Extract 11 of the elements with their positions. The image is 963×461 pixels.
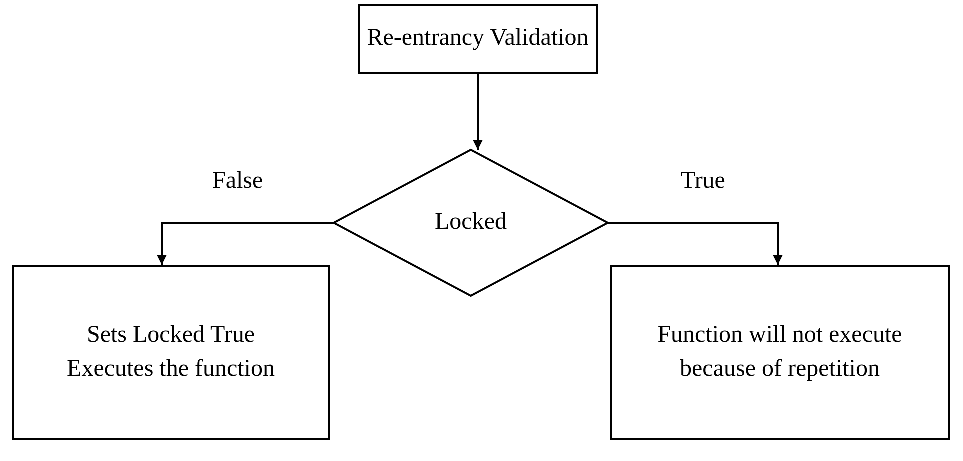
node-text: Re-entrancy Validation xyxy=(367,24,589,54)
process-box xyxy=(358,4,598,74)
arrow xyxy=(608,222,783,265)
node-text: Locked xyxy=(435,208,507,238)
arrow xyxy=(157,222,334,265)
process-box xyxy=(610,265,950,440)
node-text: Function will not execute because of repetition xyxy=(656,320,904,384)
arrow xyxy=(473,74,483,150)
process-box xyxy=(12,265,330,440)
node-text: Sets Locked True xyxy=(87,320,255,350)
node-text: Executes the function xyxy=(67,354,275,384)
